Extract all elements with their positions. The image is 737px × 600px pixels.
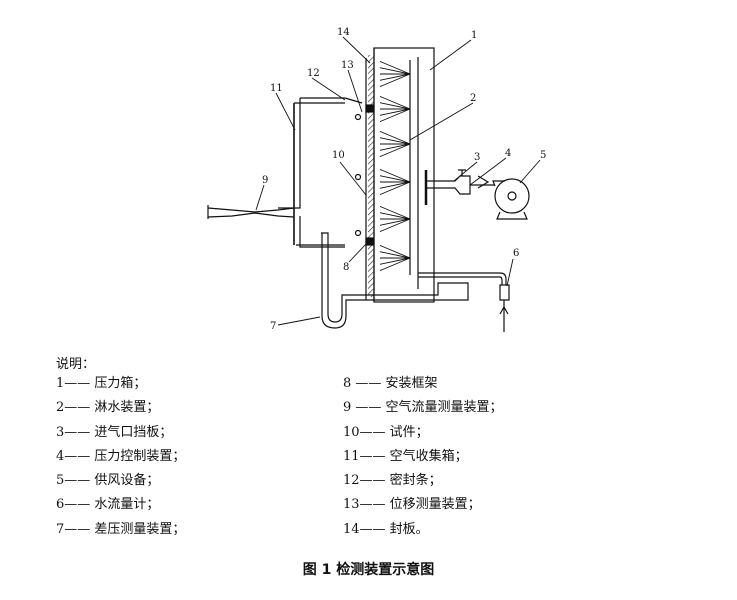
legend-item: 8 —— 安装框架 xyxy=(343,376,438,391)
legend-item: 7—— 差压测量装置； xyxy=(56,521,186,537)
spray-jet xyxy=(379,130,411,145)
sealing-strip-top xyxy=(344,97,363,104)
spray-jet xyxy=(379,73,411,81)
legend-item: 12—— 密封条； xyxy=(343,473,442,489)
spray-jet xyxy=(379,257,411,265)
callout-label: 12 xyxy=(307,68,320,79)
spray-jet xyxy=(379,218,411,233)
displacement-gauges xyxy=(354,113,362,237)
legend-item: 13—— 位移测量装置； xyxy=(343,497,481,513)
legend-item: 4—— 压力控制装置； xyxy=(56,448,186,464)
callout-label: 13 xyxy=(341,60,354,71)
figure-caption: 图 1 检测装置示意图 xyxy=(302,562,435,578)
spray-jet xyxy=(379,102,411,110)
spray-jet xyxy=(379,251,411,259)
callout-label: 10 xyxy=(332,150,345,161)
legend-item: 6—— 水流量计； xyxy=(56,497,160,513)
differential-pressure-tube xyxy=(321,232,469,329)
legend-column-left: 1—— 压力箱； 2—— 淋水装置； 3—— 进气口挡板； 4—— 压力控制装置… xyxy=(56,372,185,542)
leader-lines xyxy=(255,36,541,326)
spray-jet xyxy=(379,257,411,272)
spray-jet xyxy=(379,218,411,226)
callout-label: 7 xyxy=(270,321,276,332)
spray-jet xyxy=(379,95,411,110)
legend-item: 9 —— 空气流量测量装置； xyxy=(343,400,503,416)
callout-label: 6 xyxy=(513,248,519,259)
spray-jet xyxy=(379,137,411,145)
spray-jet xyxy=(379,73,411,88)
callout-label: 8 xyxy=(343,262,349,273)
spray-jet xyxy=(379,143,411,151)
frame-block-bottom xyxy=(365,237,374,246)
legend-item: 3—— 进气口挡板； xyxy=(56,424,173,440)
spray-jet xyxy=(379,143,411,158)
frame-block-top xyxy=(365,104,374,113)
spray-jet xyxy=(379,212,411,220)
callout-label: 11 xyxy=(270,83,283,94)
air-collection-box xyxy=(278,97,345,248)
legend-item: 2—— 淋水装置； xyxy=(56,400,160,416)
spray-jet xyxy=(379,108,411,116)
pressure-control-valve xyxy=(458,169,495,186)
legend-heading: 说明： xyxy=(56,357,96,372)
legend-item: 1—— 压力箱； xyxy=(56,376,147,391)
spray-jet xyxy=(379,181,411,189)
spray-jet xyxy=(379,244,411,259)
spray-jet xyxy=(379,175,411,183)
legend-column-right: 8 —— 安装框架 9 —— 空气流量测量装置； 10—— 试件； 11—— 空… xyxy=(343,372,503,542)
callout-label: 5 xyxy=(540,150,546,161)
water-pipe xyxy=(418,272,507,285)
spray-jet xyxy=(379,60,411,75)
spray-jet xyxy=(379,168,411,183)
water-flow-meter xyxy=(499,284,510,301)
callout-label: 3 xyxy=(474,152,480,163)
fan xyxy=(492,178,530,220)
spray-jet xyxy=(379,205,411,220)
legend-item: 10—— 试件； xyxy=(343,424,429,440)
legend-item: 11—— 空气收集箱； xyxy=(343,448,468,464)
callout-label: 1 xyxy=(471,30,477,41)
venturi-meter xyxy=(207,207,295,218)
callout-label: 14 xyxy=(337,27,350,38)
callout-label: 4 xyxy=(505,148,511,159)
spray-jet xyxy=(379,181,411,196)
legend-item: 5—— 供风设备； xyxy=(56,473,160,489)
spray-jet xyxy=(379,108,411,123)
spray-jet xyxy=(379,67,411,75)
callout-label: 2 xyxy=(470,93,476,104)
sealing-plate-hatch xyxy=(368,55,374,297)
callout-label: 9 xyxy=(262,175,268,186)
legend-item: 14—— 封板。 xyxy=(343,521,429,537)
